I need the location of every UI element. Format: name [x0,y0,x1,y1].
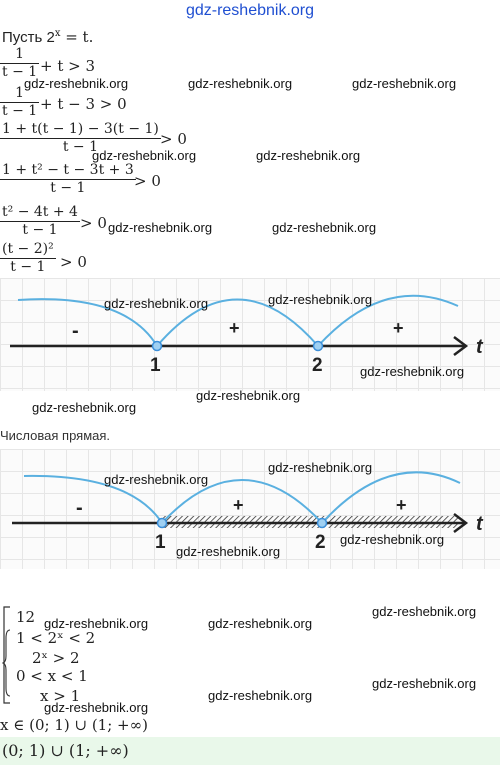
sign-plus-1: + [229,318,240,338]
point-2-dot-2 [316,517,328,529]
sign-plus-1-2: + [233,495,244,515]
number-line-1: - + + 1 2 t [0,278,500,391]
watermark[interactable]: gdz-reshebnik.org [196,388,301,403]
step-5-fraction: t² − 4t + 4 t − 1 [0,205,80,238]
answer-text: (0; 1) ∪ (1; +∞) [2,741,129,760]
point-1-label: 1 [150,355,161,376]
arc-3b [321,471,461,524]
step-4-numerator: 1 + t² − t − 3t + 3 [2,162,134,178]
axis-variable-label: t [476,336,483,358]
sign-minus-2: - [76,497,83,519]
watermark[interactable]: gdz-reshebnik.org [256,148,361,163]
step-5-tail: > 0 [80,214,107,232]
watermark[interactable]: gdz-reshebnik.org [340,532,445,547]
sign-plus-2-2: + [396,495,407,515]
watermark[interactable]: gdz-reshebnik.org [104,472,209,487]
result-line: x ∈ (0; 1) ∪ (1; +∞) [0,716,148,734]
step-6-numerator: (t − 2)² [2,241,54,257]
watermark[interactable]: gdz-reshebnik.org [32,400,137,415]
watermark[interactable]: gdz-reshebnik.org [208,616,313,631]
watermark[interactable]: gdz-reshebnik.org [24,76,129,91]
arc-2b [161,479,323,524]
system-line-1: 12 [16,608,36,626]
watermark[interactable]: gdz-reshebnik.org [92,148,197,163]
watermark[interactable]: gdz-reshebnik.org [108,220,213,235]
watermark[interactable]: gdz-reshebnik.org [268,292,373,307]
number-line-2-svg [12,471,469,533]
number-line-1-svg [10,294,469,356]
step-6-denominator: t − 1 [10,259,46,275]
step-1-denominator: t − 1 [2,64,38,80]
step-6-fraction: (t − 2)² t − 1 [0,242,56,275]
step-6-tail: > 0 [60,253,87,271]
watermark[interactable]: gdz-reshebnik.org [352,76,457,91]
step-1-numerator: 1 [15,46,25,62]
step-4-tail: > 0 [134,172,161,190]
system-bracket [3,606,10,704]
step-5-denominator: t − 1 [22,222,58,238]
intro-exponent: x [54,28,61,39]
watermark[interactable]: gdz-reshebnik.org [44,700,149,715]
sign-minus: - [72,320,79,342]
watermark[interactable]: gdz-reshebnik.org [268,460,373,475]
number-line-2: - + + 1 2 t [0,449,500,569]
step-3-denominator: t − 1 [62,139,99,155]
step-2-numerator: 1 [15,85,25,101]
arc-1 [17,298,158,347]
axis-arrow-icon [453,336,469,356]
step-5-numerator: t² − 4t + 4 [2,204,78,220]
step-4-denominator: t − 1 [50,180,86,196]
step-2-tail: + t − 3 > 0 [40,95,127,113]
watermark[interactable]: gdz-reshebnik.org [272,220,377,235]
system-inner-brace [2,629,11,697]
step-2-fraction: 1 t − 1 [0,85,40,119]
point-1-dot [151,340,163,352]
arc-2 [156,298,319,347]
point-2-dot [312,340,324,352]
step-2-denominator: t − 1 [2,103,38,119]
axis-variable-label-2: t [476,513,483,535]
step-4-fraction: 1 + t² − t − 3t + 3 t − 1 [0,163,136,196]
watermark[interactable]: gdz-reshebnik.org [44,616,149,631]
watermark[interactable]: gdz-reshebnik.org [176,544,281,559]
step-1-tail: + t > 3 [40,57,96,75]
system-line-3: 2ˣ > 2 [32,649,80,667]
step-3-numerator: 1 + t(t − 1) − 3(t − 1) [2,121,159,137]
sign-plus-2: + [393,318,404,338]
point-2-label: 2 [312,355,323,376]
watermark[interactable]: gdz-reshebnik.org [104,296,209,311]
step-3-tail: > 0 [160,130,187,148]
watermark[interactable]: gdz-reshebnik.org [372,676,477,691]
watermark[interactable]: gdz-reshebnik.org [208,688,313,703]
intro-line: Пусть 2x = t. [2,28,93,46]
arc-3 [317,294,459,347]
point-2-label-2: 2 [315,532,326,553]
intro-text: Пусть 2 [2,29,55,46]
number-line-caption: Числовая прямая. [0,428,111,443]
point-1-dot-2 [156,517,168,529]
axis-arrow-icon-2 [453,513,469,533]
watermark[interactable]: gdz-reshebnik.org [372,604,477,619]
answer-box: (0; 1) ∪ (1; +∞) [0,737,500,765]
system-line-2: 1 < 2ˣ < 2 [16,629,96,647]
header-watermark[interactable]: gdz-reshebnik.org [185,2,315,19]
watermark[interactable]: gdz-reshebnik.org [360,364,465,379]
point-1-label-2: 1 [155,532,166,553]
step-1-fraction: 1 t − 1 [0,46,40,80]
system-line-4: 0 < x < 1 [16,667,88,685]
watermark[interactable]: gdz-reshebnik.org [188,76,293,91]
step-3-fraction: 1 + t(t − 1) − 3(t − 1) t − 1 [0,122,161,155]
intro-tail: = t. [60,28,94,46]
system-line-5: x > 1 [40,687,81,705]
arc-1b [23,474,163,524]
